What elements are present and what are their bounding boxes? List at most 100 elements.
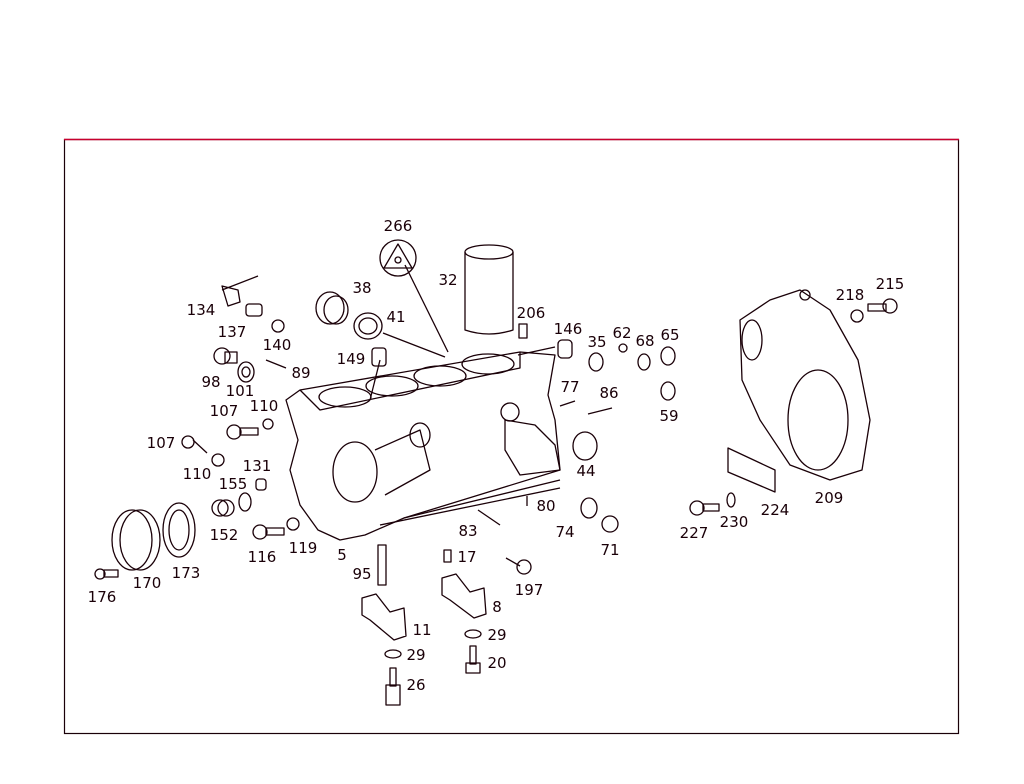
part-83[interactable] — [477, 509, 501, 526]
label-26[interactable]: 26 — [406, 676, 425, 694]
label-59[interactable]: 59 — [659, 407, 678, 425]
part-74[interactable] — [580, 497, 598, 519]
part-68[interactable] — [637, 353, 651, 371]
part-140[interactable] — [271, 319, 285, 333]
part-17[interactable] — [443, 549, 452, 563]
part-131[interactable] — [255, 478, 267, 491]
label-230[interactable]: 230 — [720, 513, 749, 531]
part-32-cylinder-liner[interactable] — [464, 244, 514, 335]
label-131[interactable]: 131 — [243, 457, 272, 475]
label-119[interactable]: 119 — [289, 539, 318, 557]
part-134[interactable] — [221, 275, 259, 307]
part-230[interactable] — [726, 492, 736, 508]
label-68[interactable]: 68 — [635, 332, 654, 350]
label-215[interactable]: 215 — [876, 275, 905, 293]
label-134[interactable]: 134 — [187, 301, 216, 319]
part-176[interactable] — [94, 568, 119, 580]
label-101[interactable]: 101 — [226, 382, 255, 400]
label-41[interactable]: 41 — [386, 308, 405, 326]
part-89[interactable] — [265, 359, 287, 369]
part-44[interactable] — [572, 431, 598, 461]
label-11[interactable]: 11 — [412, 621, 431, 639]
label-140[interactable]: 140 — [263, 336, 292, 354]
part-215-bolt[interactable] — [867, 298, 898, 314]
part-35[interactable] — [588, 352, 604, 372]
label-137[interactable]: 137 — [218, 323, 247, 341]
part-155[interactable] — [238, 492, 252, 512]
label-209[interactable]: 209 — [815, 489, 844, 507]
label-35[interactable]: 35 — [587, 333, 606, 351]
part-29-washer[interactable] — [464, 629, 482, 639]
label-80[interactable]: 80 — [536, 497, 555, 515]
part-29-washer-2[interactable] — [384, 649, 402, 659]
part-62[interactable] — [618, 343, 628, 353]
part-98[interactable] — [213, 347, 238, 365]
part-8-bearing-cap[interactable] — [441, 573, 487, 619]
part-146[interactable] — [557, 339, 573, 359]
part-224[interactable] — [727, 447, 776, 493]
part-41[interactable] — [353, 312, 383, 340]
label-17[interactable]: 17 — [457, 548, 476, 566]
part-65[interactable] — [660, 346, 676, 366]
part-26-bolt[interactable] — [385, 667, 401, 706]
label-71[interactable]: 71 — [600, 541, 619, 559]
part-107-bolt-2[interactable] — [181, 435, 208, 454]
label-224[interactable]: 224 — [761, 501, 790, 519]
label-227[interactable]: 227 — [680, 524, 709, 542]
label-65[interactable]: 65 — [660, 326, 679, 344]
label-107[interactable]: 107 — [210, 402, 239, 420]
part-173-gasket[interactable] — [162, 502, 196, 558]
part-86[interactable] — [587, 407, 613, 415]
label-173[interactable]: 173 — [172, 564, 201, 582]
part-107-bolt[interactable] — [226, 424, 259, 440]
label-95[interactable]: 95 — [352, 565, 371, 583]
label-218[interactable]: 218 — [836, 286, 865, 304]
label-29[interactable]: 29 — [487, 626, 506, 644]
label-266[interactable]: 266 — [384, 217, 413, 235]
part-266[interactable] — [379, 239, 417, 277]
label-107-2[interactable]: 107 — [147, 434, 176, 452]
part-77[interactable] — [559, 400, 576, 407]
label-98[interactable]: 98 — [201, 373, 220, 391]
label-110[interactable]: 110 — [250, 397, 279, 415]
label-62[interactable]: 62 — [612, 324, 631, 342]
label-44[interactable]: 44 — [576, 462, 595, 480]
label-152[interactable]: 152 — [210, 526, 239, 544]
label-176[interactable]: 176 — [88, 588, 117, 606]
engine-block-5[interactable] — [285, 264, 561, 541]
part-227-bolt[interactable] — [689, 500, 720, 516]
label-5[interactable]: 5 — [337, 546, 347, 564]
part-170-cover[interactable] — [111, 509, 161, 571]
label-83[interactable]: 83 — [458, 522, 477, 540]
part-95-stud[interactable] — [377, 544, 387, 586]
part-20-bolt[interactable] — [465, 645, 481, 674]
part-197-bolt[interactable] — [505, 557, 532, 575]
part-71[interactable] — [601, 515, 619, 533]
part-206[interactable] — [518, 323, 528, 339]
part-218[interactable] — [850, 309, 864, 323]
part-116-bolt[interactable] — [252, 524, 285, 540]
label-32[interactable]: 32 — [438, 271, 457, 289]
label-116[interactable]: 116 — [248, 548, 277, 566]
label-74[interactable]: 74 — [555, 523, 574, 541]
part-149[interactable] — [371, 347, 387, 367]
label-110-2[interactable]: 110 — [183, 465, 212, 483]
label-77[interactable]: 77 — [560, 378, 579, 396]
part-137[interactable] — [245, 303, 263, 317]
label-8[interactable]: 8 — [492, 598, 502, 616]
label-170[interactable]: 170 — [133, 574, 162, 592]
part-209-rear-cover[interactable] — [739, 289, 871, 481]
label-155[interactable]: 155 — [219, 475, 248, 493]
label-206[interactable]: 206 — [517, 304, 546, 322]
part-11-bearing-cap[interactable] — [361, 593, 407, 641]
part-38[interactable] — [315, 291, 349, 325]
part-152[interactable] — [211, 499, 235, 517]
part-110-washer-2[interactable] — [211, 453, 225, 467]
label-29-2[interactable]: 29 — [406, 646, 425, 664]
part-119[interactable] — [286, 517, 300, 531]
part-101[interactable] — [237, 361, 255, 383]
label-89[interactable]: 89 — [291, 364, 310, 382]
label-86[interactable]: 86 — [599, 384, 618, 402]
label-197[interactable]: 197 — [515, 581, 544, 599]
label-149[interactable]: 149 — [337, 350, 366, 368]
